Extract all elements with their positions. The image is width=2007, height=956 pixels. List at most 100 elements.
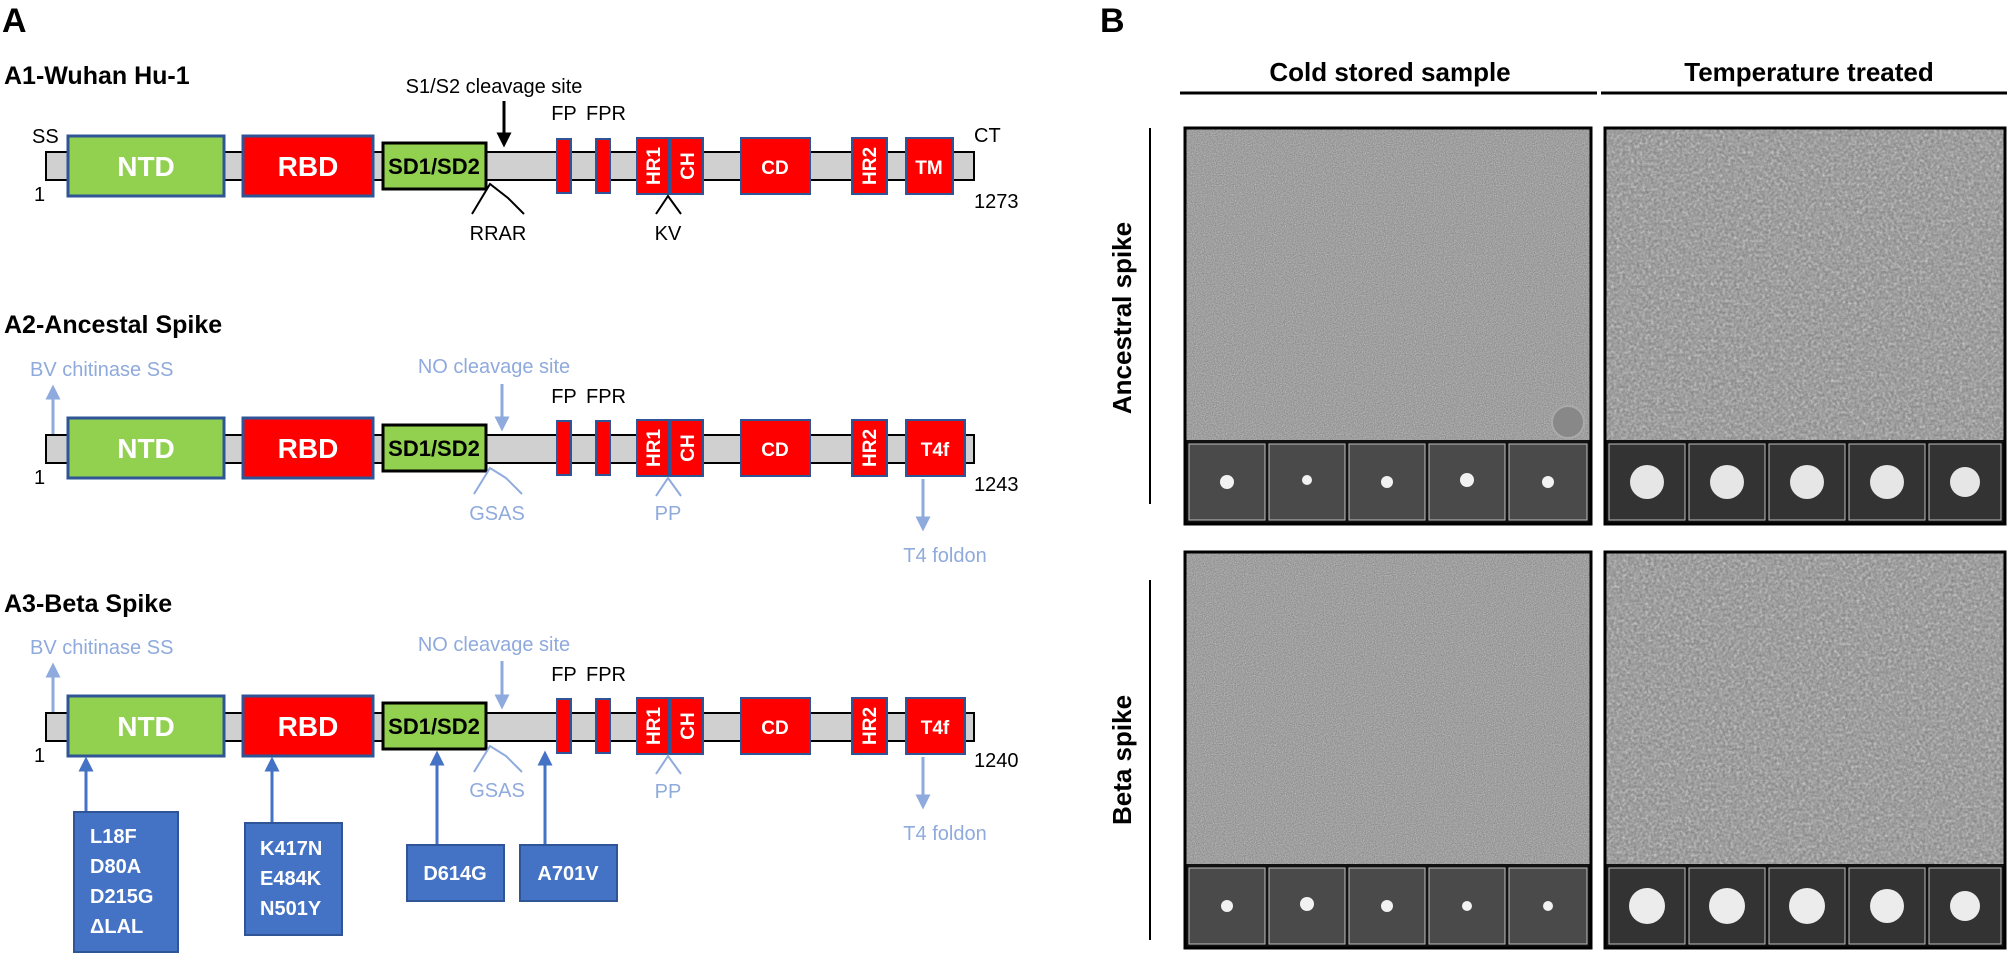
row-a2-hr1 xyxy=(636,419,670,477)
row-a1-fp: FP xyxy=(551,103,577,125)
row-a2-title: A2-Ancestal Spike xyxy=(4,311,222,339)
row-a1-fp-box xyxy=(556,138,572,194)
mutation-ntd-3: D215G xyxy=(90,886,153,908)
row-a3-ntd-label: NTD xyxy=(117,711,175,742)
mutation-rbd-1: K417N xyxy=(260,838,322,860)
row-a2-ss-label: BV chitinase SS xyxy=(30,359,173,381)
mutation-box-ntd xyxy=(73,811,179,953)
row-a1-ntd xyxy=(66,134,226,198)
row-a1-kv-bracket xyxy=(655,194,682,215)
row-a3-sd1sd2 xyxy=(381,701,488,751)
row-a1-rbd-label: RBD xyxy=(278,151,339,182)
row-a3-hr1-label: HR1 xyxy=(644,707,665,745)
column-header-temp: Temperature treated xyxy=(1684,57,1934,87)
row-a2-start: 1 xyxy=(34,467,45,489)
mutation-rbd-3: N501Y xyxy=(260,898,322,920)
row-a2-cleavage-label: NO cleavage site xyxy=(418,356,570,378)
row-a2-t4f-label: T4f xyxy=(921,440,950,461)
row-a1-rrar-bracket xyxy=(471,182,525,215)
row-a3-cd-label: CD xyxy=(761,718,788,739)
row-a1-ss-label: SS xyxy=(32,126,59,148)
row-a3-gsas: GSAS xyxy=(469,780,525,802)
row-a3-fpr-box xyxy=(595,698,611,754)
row-a2-ch-label: CH xyxy=(678,434,699,461)
row-label-ancestral: Ancestral spike xyxy=(1107,222,1137,414)
row-a2-gsas-bracket xyxy=(473,466,523,495)
row-a3-foldon: T4 foldon xyxy=(903,823,986,845)
row-a1-hr2-label: HR2 xyxy=(860,147,881,185)
row-a3-start: 1 xyxy=(34,745,45,767)
mutation-box-rbd xyxy=(244,822,343,936)
row-a1: A1-Wuhan Hu-1 SS 1 CT 1273 NTD RBD SD1/S… xyxy=(4,62,1019,245)
row-a1-rrar: RRAR xyxy=(470,223,527,245)
row-a1-cd-label: CD xyxy=(761,158,788,179)
row-a3-t4f-label: T4f xyxy=(921,718,950,739)
row-a2: A2-Ancestal Spike BV chitinase SS 1 1243… xyxy=(4,311,1019,567)
row-a2-fpr-box xyxy=(595,420,611,476)
row-a1-start: 1 xyxy=(34,184,45,206)
panel-a-letter: A xyxy=(2,2,27,40)
row-a2-pp-bracket xyxy=(655,476,682,497)
micrograph-beta-cold xyxy=(1183,550,1593,950)
row-a3-ntd xyxy=(66,694,226,758)
row-a3-fp: FP xyxy=(551,664,577,686)
row-a3-t4f xyxy=(905,697,966,755)
row-a1-rbd xyxy=(241,134,375,198)
mutation-a701v: A701V xyxy=(537,863,599,885)
row-a3-rbd xyxy=(241,694,375,758)
row-a1-ch xyxy=(670,137,704,195)
row-a2-pp: PP xyxy=(655,503,682,525)
mutation-ntd-4: ΔLAL xyxy=(90,916,143,938)
mutation-d614g: D614G xyxy=(423,863,486,885)
row-a2-hr2 xyxy=(851,419,888,477)
row-a3-fp-box xyxy=(556,698,572,754)
row-a1-sd1sd2 xyxy=(381,141,488,191)
micrograph-ancestral-cold xyxy=(1183,126,1593,526)
row-a3-cd xyxy=(740,697,811,755)
row-a1-cleavage-label: S1/S2 cleavage site xyxy=(406,76,583,98)
row-a1-hr1 xyxy=(636,137,670,195)
row-a2-foldon: T4 foldon xyxy=(903,545,986,567)
row-a3: A3-Beta Spike BV chitinase SS 1 1240 NTD… xyxy=(4,590,1019,953)
row-a2-cd-label: CD xyxy=(761,440,788,461)
row-a2-ntd xyxy=(66,416,226,480)
row-a3-rbd-label: RBD xyxy=(278,711,339,742)
row-a1-tm-label: TM xyxy=(915,158,942,179)
row-a2-t4f xyxy=(905,419,966,477)
row-a1-fpr: FPR xyxy=(586,103,626,125)
row-a3-pp: PP xyxy=(655,781,682,803)
row-a3-hr2-label: HR2 xyxy=(860,707,881,745)
row-a1-hr2 xyxy=(851,137,888,195)
mutation-rbd-2: E484K xyxy=(260,868,322,890)
row-a3-fpr: FPR xyxy=(586,664,626,686)
row-a2-cd xyxy=(740,419,811,477)
row-a3-ch xyxy=(670,697,704,755)
micrograph-ancestral-temp xyxy=(1603,126,2007,526)
row-a3-ch-label: CH xyxy=(678,712,699,739)
row-a1-ntd-label: NTD xyxy=(117,151,175,182)
mutation-ntd-1: L18F xyxy=(90,826,137,848)
row-a3-title: A3-Beta Spike xyxy=(4,590,172,618)
row-a3-ss-label: BV chitinase SS xyxy=(30,637,173,659)
row-a2-hr2-label: HR2 xyxy=(860,429,881,467)
row-label-beta: Beta spike xyxy=(1107,695,1137,825)
mutation-box-a701v xyxy=(519,844,618,902)
row-a2-end: 1243 xyxy=(974,474,1019,496)
panel-b-letter: B xyxy=(1100,2,1125,40)
column-header-cold: Cold stored sample xyxy=(1269,57,1510,87)
row-a3-cleavage-label: NO cleavage site xyxy=(418,634,570,656)
row-a3-end: 1240 xyxy=(974,750,1019,772)
row-a3-gsas-bracket xyxy=(473,744,523,773)
row-a1-end: 1273 xyxy=(974,191,1019,213)
row-a1-tm xyxy=(905,137,954,195)
row-a2-fp-box xyxy=(556,420,572,476)
row-a2-ntd-label: NTD xyxy=(117,433,175,464)
row-a1-title: A1-Wuhan Hu-1 xyxy=(4,62,190,90)
row-a2-sd1sd2 xyxy=(381,423,488,473)
row-a1-ct-label: CT xyxy=(974,125,1001,147)
row-a2-fpr: FPR xyxy=(586,386,626,408)
row-a3-sd1sd2-label: SD1/SD2 xyxy=(388,714,480,739)
row-a1-fpr-box xyxy=(595,138,611,194)
row-a2-hr1-label: HR1 xyxy=(644,429,665,467)
